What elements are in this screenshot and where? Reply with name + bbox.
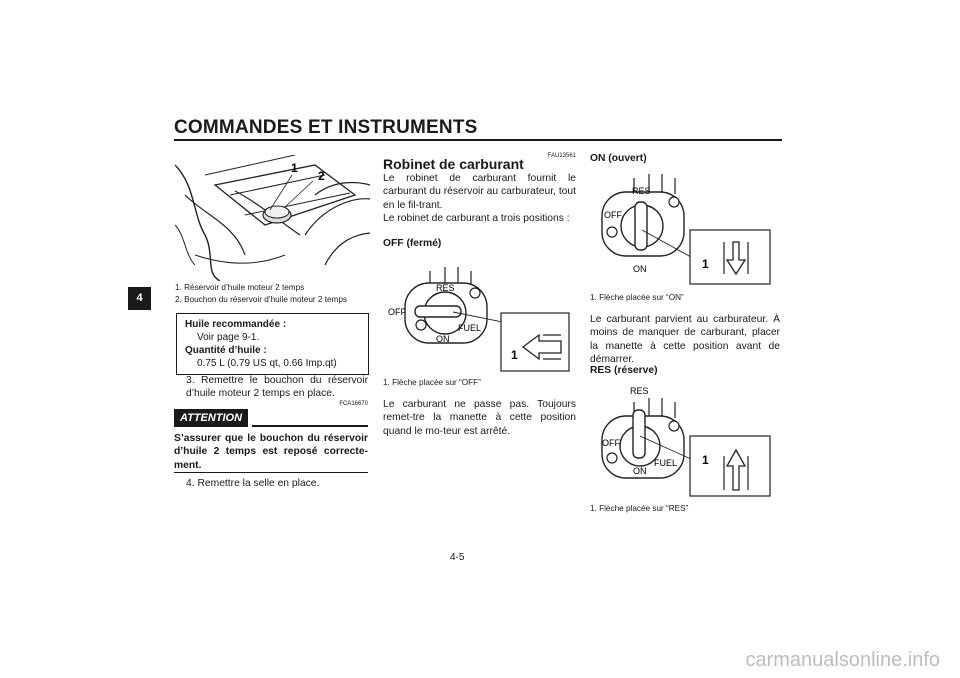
section-heading: Robinet de carburant [383,156,524,172]
step-4: 4. Remettre la selle en place. [186,478,320,489]
subheading-res: RES (réserve) [590,365,658,376]
caption-oil-cap: 2. Bouchon du réservoir d’huile moteur 2… [175,295,348,304]
recommended-oil-label: Huile recommandée : [185,319,287,330]
attention-end-rule [174,472,368,473]
subheading-off: OFF (fermé) [383,238,442,249]
chapter-tab: 4 [128,287,151,310]
ref-code-attention: FCA16670 [339,401,368,407]
recommended-oil-value: Voir page 9-1. [197,332,260,343]
oil-quantity-label: Quantité d’huile : [185,345,267,356]
oil-tank-illustration: 1 2 [175,155,370,281]
attention-header: ATTENTION [174,408,368,430]
oil-spec-box: Huile recommandée : Voir page 9-1. Quant… [176,313,369,375]
caption-on: 1. Flèche placée sur “ON” [590,293,684,302]
page-title: COMMANDES ET INSTRUMENTS [174,117,478,138]
off-figure-res: RES [436,283,455,293]
caption-oil-tank: 1. Réservoir d’huile moteur 2 temps [175,283,305,292]
ref-code-fuel: FAU13561 [547,153,576,159]
attention-text: S’assurer que le bouchon du réservoir d’… [174,433,368,471]
res-figure-fuel: FUEL [654,458,677,468]
off-figure-on: ON [436,334,450,344]
res-figure-number: 1 [702,453,709,467]
off-description: Le carburant ne passe pas. Toujours reme… [383,399,576,437]
page-number: 4-5 [450,552,465,563]
step-3: 3. Remettre le bouchon du réservoir d’hu… [186,375,368,400]
caption-res: 1. Flèche placée sur “RES” [590,504,689,513]
on-figure-off: OFF [604,210,622,220]
attention-badge: ATTENTION [174,409,248,427]
on-figure-res: RES [632,186,651,196]
caption-off: 1. Flèche placée sur “OFF” [383,378,481,387]
fuel-cock-res-illustration: RES OFF FUEL ON 1 [601,386,771,497]
fuel-cock-off-illustration: RES OFF FUEL ON 1 [388,267,570,372]
on-description: Le carburant parvient au carburateur. À … [590,314,780,365]
title-rule [174,139,782,141]
subheading-on: ON (ouvert) [590,153,647,164]
res-figure-res: RES [630,386,649,396]
figure-label-1: 1 [291,161,298,175]
on-figure-on: ON [633,264,647,274]
res-figure-off: OFF [602,438,620,448]
watermark: carmanualsonline.info [745,649,940,671]
off-figure-number: 1 [511,348,518,362]
attention-rule [252,425,368,427]
on-figure-number: 1 [702,257,709,271]
fuel-cock-on-illustration: RES OFF ON 1 [601,174,771,285]
off-figure-fuel: FUEL [458,323,481,333]
off-figure-off: OFF [388,307,406,317]
res-figure-on: ON [633,466,647,476]
oil-quantity-value: 0.75 L (0.79 US qt, 0.66 Imp.qt) [197,358,337,369]
positions-paragraph: Le robinet de carburant a trois position… [383,213,570,224]
figure-label-2: 2 [318,169,325,183]
intro-paragraph: Le robinet de carburant fournit le carbu… [383,173,576,211]
